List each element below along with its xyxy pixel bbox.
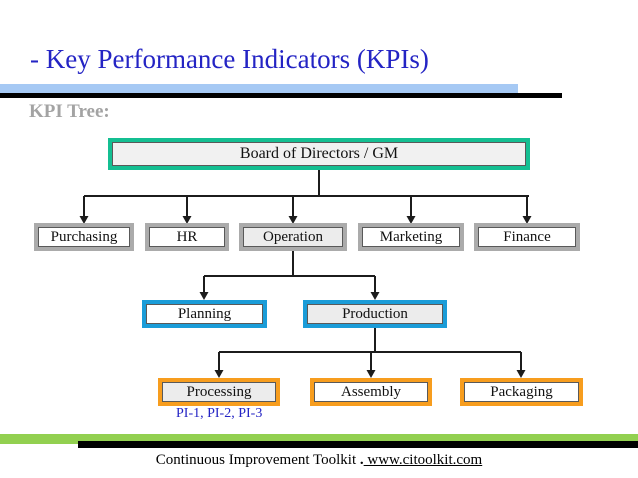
tree-node-marketing: Marketing <box>358 223 464 251</box>
tree-node-purchasing: Purchasing <box>34 223 134 251</box>
section-label-kpi-tree: KPI Tree: <box>29 101 110 122</box>
header-accent-bar <box>0 84 518 93</box>
tree-node-finance: Finance <box>474 223 580 251</box>
footer: Continuous Improvement Toolkit . www.cit… <box>0 452 638 469</box>
tree-node-operation: Operation <box>239 223 347 251</box>
footer-black-bar <box>78 441 638 448</box>
tree-node-production: Production <box>303 300 447 328</box>
tree-node-packaging: Packaging <box>460 378 583 406</box>
page-title: - Key Performance Indicators (KPIs) <box>30 44 429 74</box>
tree-node-hr: HR <box>145 223 229 251</box>
footer-website-link[interactable]: www.citoolkit.com <box>363 452 483 468</box>
footer-green-bar <box>0 434 638 444</box>
header-divider-line <box>0 93 562 98</box>
kpi-note: PI-1, PI-2, PI-3 <box>176 406 263 421</box>
tree-node-processing: Processing <box>158 378 280 406</box>
tree-node-board-of-directors: Board of Directors / GM <box>108 138 530 170</box>
tree-node-assembly: Assembly <box>310 378 432 406</box>
tree-node-planning: Planning <box>142 300 267 328</box>
footer-brand-text: Continuous Improvement Toolkit <box>155 452 360 468</box>
footer-separator: . <box>359 452 364 468</box>
